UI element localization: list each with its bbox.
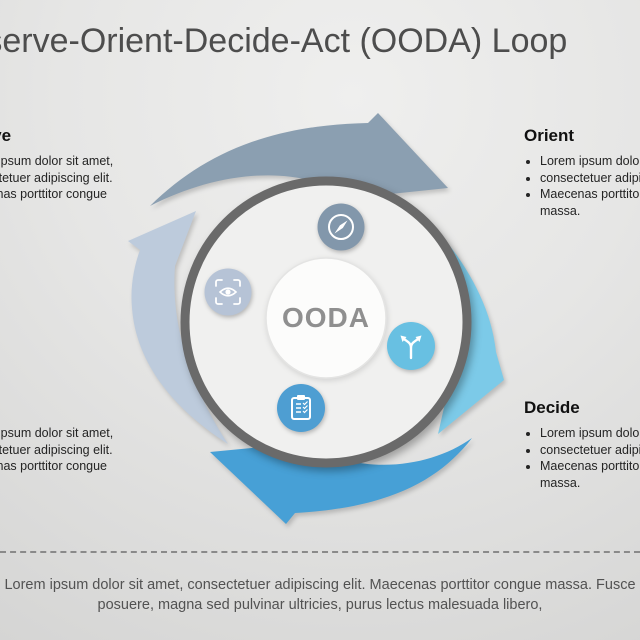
ooda-center-circle <box>265 257 387 379</box>
section-act: Act Lorem ipsum dolor sit amet, consecte… <box>0 398 131 491</box>
decide-heading: Decide <box>524 398 580 417</box>
bullet-item: Maecenas porttitor congue massa. <box>0 186 131 219</box>
split-arrows-icon <box>400 335 422 360</box>
footer-caption: Lorem ipsum dolor sit amet, consectetuer… <box>4 575 635 615</box>
observe-badge <box>204 268 252 316</box>
bullet-item: Lorem ipsum dolor sit amet, <box>540 153 640 170</box>
footer-line-2: posuere, magna sed pulvinar ultricies, p… <box>97 597 543 613</box>
observe-bullet-list: Lorem ipsum dolor sit amet, consectetuer… <box>0 153 131 219</box>
section-observe: Observe Lorem ipsum dolor sit amet, cons… <box>0 126 131 219</box>
dashed-divider <box>0 551 640 553</box>
orient-bullet-list: Lorem ipsum dolor sit amet, consectetuer… <box>524 153 640 219</box>
bullet-item: consectetuer adipiscing elit. <box>540 170 640 187</box>
observe-heading: Observe <box>0 126 12 145</box>
ooda-center-label: OODA <box>282 302 370 333</box>
orient-badge <box>317 203 365 251</box>
compass-icon <box>328 214 354 240</box>
checklist-clipboard-icon <box>291 395 311 420</box>
act-badge <box>277 384 325 432</box>
section-decide: Decide Lorem ipsum dolor sit amet, conse… <box>524 398 640 491</box>
footer-line-1: Lorem ipsum dolor sit amet, consectetuer… <box>4 577 636 593</box>
bullet-item: Lorem ipsum dolor sit amet, <box>540 425 640 442</box>
decide-bullet-list: Lorem ipsum dolor sit amet, consectetuer… <box>524 425 640 491</box>
section-orient: Orient Lorem ipsum dolor sit amet, conse… <box>524 126 640 219</box>
bullet-item: Maecenas porttitor congue massa. <box>0 458 131 491</box>
page-title: Observe-Orient-Decide-Act (OODA) Loop <box>0 22 568 60</box>
bullet-item: Lorem ipsum dolor sit amet, <box>0 153 131 170</box>
bullet-item: consectetuer adipiscing elit. <box>540 442 640 459</box>
bullet-item: Lorem ipsum dolor sit amet, <box>0 425 131 442</box>
act-bullet-list: Lorem ipsum dolor sit amet, consectetuer… <box>0 425 131 491</box>
flow-arrow-top <box>150 113 448 206</box>
orient-heading: Orient <box>524 126 575 145</box>
bullet-item: Maecenas porttitor congue massa. <box>540 458 640 491</box>
decide-badge <box>387 322 435 370</box>
flow-arrow-left <box>128 211 228 444</box>
flow-arrow-bottom <box>210 438 472 524</box>
eye-scan-icon <box>215 279 241 305</box>
bullet-item: consectetuer adipiscing elit. <box>0 170 131 187</box>
bullet-item: Maecenas porttitor congue massa. <box>540 186 640 219</box>
bullet-item: consectetuer adipiscing elit. <box>0 442 131 459</box>
